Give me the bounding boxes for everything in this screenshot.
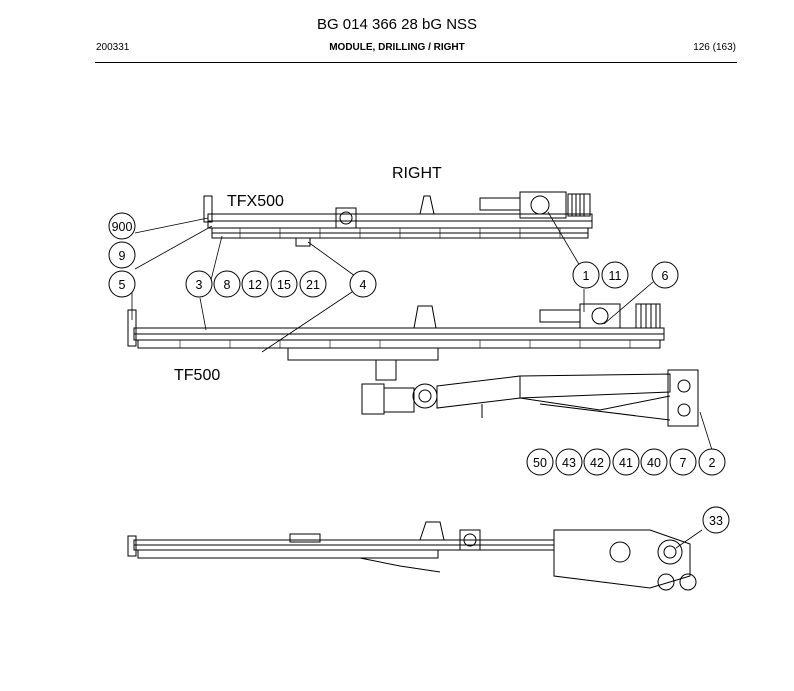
document-code: 200331 bbox=[96, 42, 130, 53]
svg-text:900: 900 bbox=[112, 220, 133, 234]
callout-33: 33 bbox=[702, 506, 730, 534]
svg-text:43: 43 bbox=[562, 456, 576, 470]
svg-text:40: 40 bbox=[647, 456, 661, 470]
lower-assembly bbox=[127, 521, 697, 591]
svg-text:50: 50 bbox=[533, 456, 547, 470]
label-right: RIGHT bbox=[392, 165, 442, 182]
callout-5: 5 bbox=[108, 270, 136, 298]
callouts: 900 9 5 3 8 12 15 21 4 1 11 6 50 43 42 bbox=[108, 212, 730, 534]
callout-6: 6 bbox=[651, 261, 679, 289]
callout-8: 8 bbox=[213, 270, 241, 298]
svg-text:11: 11 bbox=[609, 269, 622, 283]
svg-text:1: 1 bbox=[583, 269, 590, 283]
tfx500-feed bbox=[203, 191, 593, 247]
svg-text:33: 33 bbox=[709, 514, 723, 528]
page-number: 126 (163) bbox=[693, 42, 736, 53]
label-tfx500: TFX500 bbox=[227, 193, 284, 210]
callout-42: 42 bbox=[583, 448, 611, 476]
svg-text:41: 41 bbox=[619, 456, 633, 470]
callout-900: 900 bbox=[108, 212, 136, 240]
tf500-feed bbox=[127, 303, 699, 427]
callout-1: 1 bbox=[572, 261, 600, 289]
callout-12: 12 bbox=[241, 270, 269, 298]
svg-text:5: 5 bbox=[119, 278, 126, 292]
svg-text:8: 8 bbox=[224, 278, 231, 292]
callout-7: 7 bbox=[669, 448, 697, 476]
header-rule bbox=[95, 62, 737, 63]
svg-text:4: 4 bbox=[360, 278, 367, 292]
svg-text:12: 12 bbox=[248, 278, 262, 292]
callout-9: 9 bbox=[108, 241, 136, 269]
callout-50: 50 bbox=[526, 448, 554, 476]
svg-text:6: 6 bbox=[662, 269, 669, 283]
svg-text:42: 42 bbox=[590, 456, 604, 470]
svg-text:3: 3 bbox=[196, 278, 203, 292]
document-title: BG 014 366 28 bG NSS bbox=[316, 16, 478, 33]
callout-40: 40 bbox=[640, 448, 668, 476]
svg-text:9: 9 bbox=[119, 249, 126, 263]
callout-4: 4 bbox=[349, 270, 377, 298]
callout-3: 3 bbox=[185, 270, 213, 298]
leader-lines bbox=[131, 211, 713, 549]
svg-text:15: 15 bbox=[277, 278, 291, 292]
svg-text:7: 7 bbox=[680, 456, 687, 470]
callout-11: 11 bbox=[601, 261, 629, 289]
callout-21: 21 bbox=[299, 270, 327, 298]
svg-text:2: 2 bbox=[709, 456, 716, 470]
callout-2: 2 bbox=[698, 448, 726, 476]
callout-15: 15 bbox=[270, 270, 298, 298]
svg-text:21: 21 bbox=[306, 278, 320, 292]
callout-41: 41 bbox=[612, 448, 640, 476]
label-tf500: TF500 bbox=[174, 367, 220, 384]
callout-43: 43 bbox=[555, 448, 583, 476]
section-title: MODULE, DRILLING / RIGHT bbox=[329, 42, 465, 53]
